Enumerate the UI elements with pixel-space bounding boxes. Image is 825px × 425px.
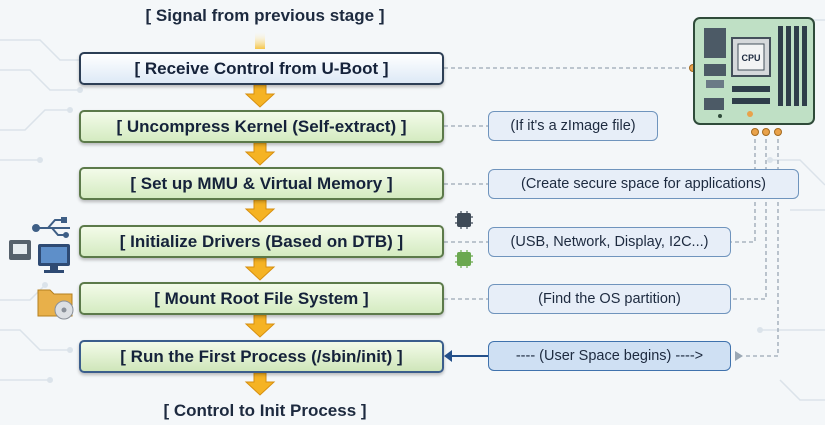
step-mount-root-fs: [ Mount Root File System ] <box>79 282 444 315</box>
note-zimage: (If it's a zImage file) <box>488 111 658 141</box>
link-board-to-drivers <box>731 132 756 243</box>
control-to-init-process: [ Control to Init Process ] <box>163 401 367 420</box>
note-user-space: ---- (User Space begins) ----> <box>488 341 731 371</box>
step-label: [ Uncompress Kernel (Self-extract) ] <box>116 116 407 136</box>
step-label: [ Run the First Process (/sbin/init) ] <box>120 346 403 366</box>
step-label: [ Initialize Drivers (Based on DTB) ] <box>119 231 404 251</box>
motherboard-icon: CPU <box>693 17 815 125</box>
down-arrow-2 <box>244 142 276 166</box>
folder-disk-icon <box>37 289 74 320</box>
note-os-partition: (Find the OS partition) <box>488 284 731 314</box>
cpu-label: CPU <box>741 53 760 63</box>
link-board-to-mount <box>731 132 767 300</box>
step-receive-control: [ Receive Control from U-Boot ] <box>79 52 444 85</box>
step-uncompress-kernel: [ Uncompress Kernel (Self-extract) ] <box>79 110 444 143</box>
down-arrow-4 <box>244 257 276 281</box>
step-label: [ Mount Root File System ] <box>154 288 369 308</box>
step-run-first-process: [ Run the First Process (/sbin/init) ] <box>79 340 444 373</box>
link-board-to-userspace <box>743 132 779 357</box>
ethernet-port-icon <box>9 240 31 260</box>
chip-icon <box>455 211 473 229</box>
down-arrow-5 <box>244 314 276 338</box>
step-label: [ Receive Control from U-Boot ] <box>134 58 389 78</box>
userspace-arrowhead-left <box>444 350 452 362</box>
down-arrow-3 <box>244 199 276 223</box>
step-initialize-drivers: [ Initialize Drivers (Based on DTB) ] <box>79 225 444 258</box>
note-driver-types: (USB, Network, Display, I2C...) <box>488 227 731 257</box>
userspace-arrowhead-right <box>735 351 743 361</box>
usb-icon <box>32 217 70 238</box>
down-arrow-1 <box>244 84 276 108</box>
signal-from-previous-stage: [ Signal from previous stage ] <box>145 6 385 25</box>
down-arrow-6 <box>244 372 276 396</box>
monitor-icon <box>38 244 70 273</box>
signal-glow <box>255 32 265 49</box>
step-label: [ Set up MMU & Virtual Memory ] <box>130 173 393 193</box>
note-secure-space: (Create secure space for applications) <box>488 169 799 199</box>
chip-green-icon <box>455 250 473 268</box>
step-setup-mmu: [ Set up MMU & Virtual Memory ] <box>79 167 444 200</box>
